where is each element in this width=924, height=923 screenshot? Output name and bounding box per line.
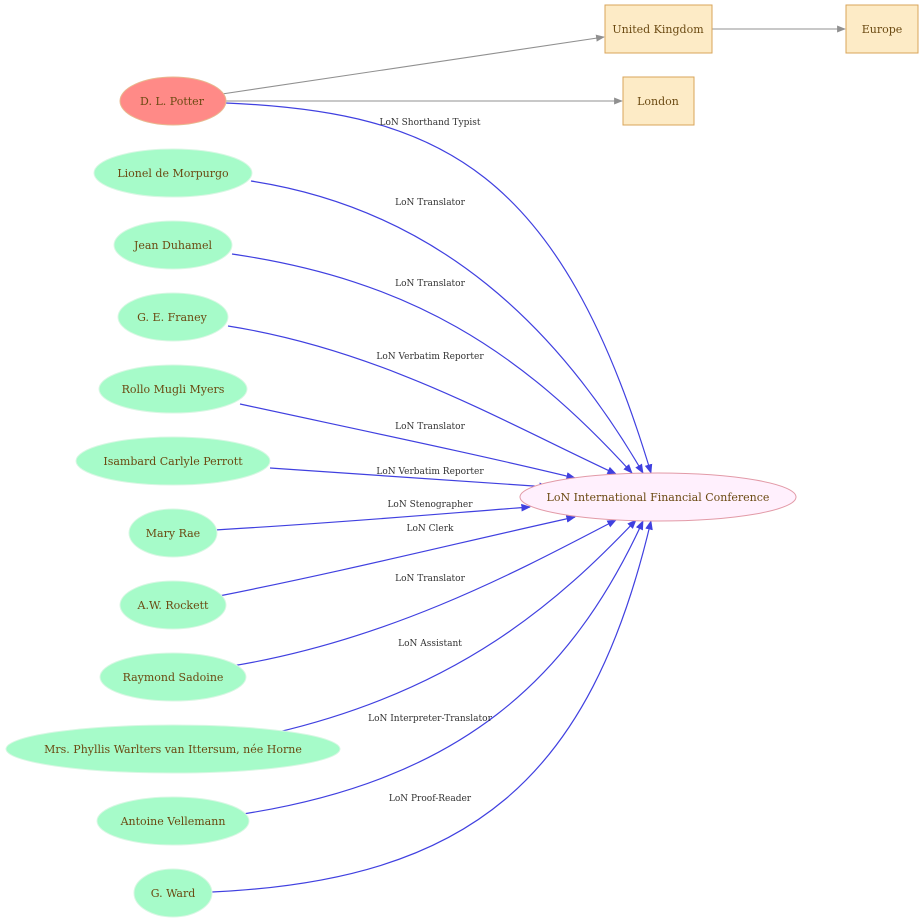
node-united-kingdom[interactable]: United Kingdom: [604, 4, 713, 54]
edge-duhamel-conference: [231, 253, 633, 474]
edge-sadoine-conference: [231, 519, 617, 667]
node-rockett[interactable]: A.W. Rockett: [119, 580, 227, 630]
svg-text:Antoine Vellemann: Antoine Vellemann: [120, 815, 226, 828]
edge-label-potter: LoN Shorthand Typist: [380, 118, 481, 128]
svg-text:D. L. Potter: D. L. Potter: [140, 95, 205, 108]
svg-text:United Kingdom: United Kingdom: [612, 23, 704, 36]
node-myers[interactable]: Rollo Mugli Myers: [98, 364, 248, 414]
node-perrott[interactable]: Isambard Carlyle Perrott: [75, 436, 271, 486]
node-sadoine[interactable]: Raymond Sadoine: [99, 652, 247, 702]
node-london[interactable]: London: [622, 76, 695, 126]
node-vellemann[interactable]: Antoine Vellemann: [96, 796, 250, 846]
edge-franey-conference: [227, 325, 617, 475]
edge-label-rockett: LoN Clerk: [407, 524, 455, 534]
edge-label-myers: LoN Translator: [395, 422, 465, 432]
edge-label-rae: LoN Stenographer: [387, 500, 473, 510]
node-rae[interactable]: Mary Rae: [128, 508, 218, 558]
edge-label-morpurgo: LoN Translator: [395, 198, 465, 208]
svg-text:Isambard Carlyle Perrott: Isambard Carlyle Perrott: [103, 455, 243, 468]
place-edges: [221, 25, 846, 105]
edge-label-vellemann: LoN Interpreter-Translator: [368, 714, 492, 724]
svg-text:London: London: [637, 95, 679, 108]
edge-label-sadoine: LoN Translator: [395, 574, 465, 584]
svg-text:Mary Rae: Mary Rae: [146, 527, 200, 540]
svg-text:Raymond Sadoine: Raymond Sadoine: [123, 671, 224, 684]
node-europe[interactable]: Europe: [845, 4, 919, 54]
node-duhamel[interactable]: Jean Duhamel: [113, 220, 233, 270]
edge-myers-conference: [239, 403, 576, 480]
role-edges: [211, 102, 653, 893]
place-nodes: United Kingdom Europe London: [604, 4, 919, 126]
edge-potter-uk: [221, 34, 605, 95]
node-conference[interactable]: LoN International Financial Conference: [519, 472, 797, 522]
edge-rae-conference: [214, 503, 531, 531]
edge-label-ward: LoN Proof-Reader: [389, 794, 472, 804]
edge-vellemann-conference: [242, 520, 644, 815]
svg-text:Lionel de Morpurgo: Lionel de Morpurgo: [117, 167, 229, 180]
node-ward[interactable]: G. Ward: [133, 868, 213, 918]
node-franey[interactable]: G. E. Franey: [117, 292, 229, 342]
node-morpurgo[interactable]: Lionel de Morpurgo: [93, 148, 253, 198]
edge-labels: LoN Shorthand Typist LoN Translator LoN …: [368, 118, 492, 804]
svg-text:Jean Duhamel: Jean Duhamel: [133, 239, 213, 252]
svg-text:Rollo Mugli Myers: Rollo Mugli Myers: [122, 383, 225, 396]
edge-morpurgo-conference: [250, 180, 644, 474]
edge-potter-conference: [225, 102, 653, 474]
edge-label-duhamel: LoN Translator: [395, 279, 465, 289]
edge-label-franey: LoN Verbatim Reporter: [376, 352, 484, 362]
svg-text:LoN International Financial Co: LoN International Financial Conference: [547, 491, 770, 504]
edge-ward-conference: [211, 520, 653, 893]
person-nodes: D. L. Potter Lionel de Morpurgo Jean Duh…: [5, 76, 341, 918]
svg-text:Europe: Europe: [862, 23, 903, 36]
edge-label-ittersum: LoN Assistant: [398, 639, 462, 649]
svg-text:G. Ward: G. Ward: [151, 887, 196, 900]
edge-rockett-conference: [218, 515, 576, 597]
edge-label-perrott: LoN Verbatim Reporter: [376, 467, 484, 477]
node-potter[interactable]: D. L. Potter: [119, 76, 227, 126]
svg-text:Mrs. Phyllis Warlters van Itte: Mrs. Phyllis Warlters van Ittersum, née …: [44, 743, 302, 756]
edge-ittersum-conference: [273, 519, 637, 734]
edge-perrott-conference: [269, 467, 549, 491]
svg-text:G. E. Franey: G. E. Franey: [137, 311, 207, 324]
node-ittersum[interactable]: Mrs. Phyllis Warlters van Ittersum, née …: [5, 724, 341, 774]
svg-text:A.W. Rockett: A.W. Rockett: [137, 599, 209, 612]
